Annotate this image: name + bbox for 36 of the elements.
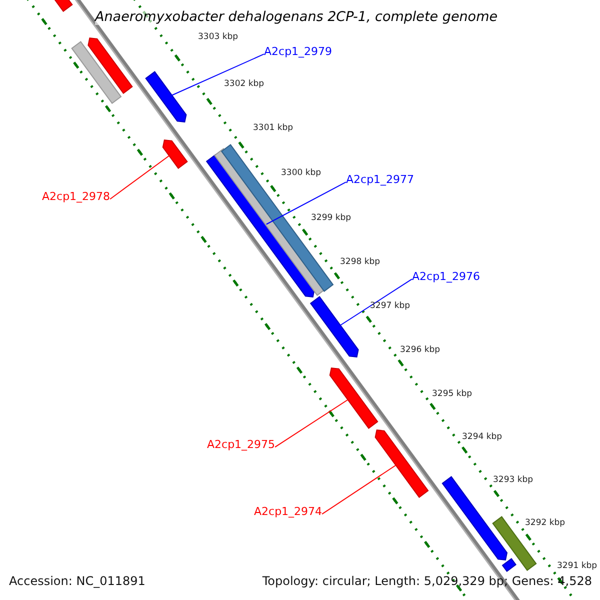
leader-line bbox=[171, 54, 264, 96]
gene-feature bbox=[220, 144, 334, 292]
accession-text: Accession: NC_011891 bbox=[9, 574, 146, 588]
gene-label: A2cp1_2976 bbox=[412, 270, 480, 283]
tick-label: 3300 kbp bbox=[281, 168, 322, 178]
leader-line bbox=[274, 399, 348, 448]
tick-label: 3303 kbp bbox=[198, 32, 238, 42]
gene-label: A2cp1_2979 bbox=[264, 45, 332, 58]
leader-line bbox=[266, 182, 346, 225]
leader-line bbox=[340, 278, 412, 326]
gene-feature bbox=[162, 139, 188, 169]
gene-feature bbox=[329, 367, 378, 429]
tick-label: 3297 kbp bbox=[370, 301, 410, 311]
gene-label: A2cp1_2975 bbox=[207, 438, 276, 451]
gene-label: A2cp1_2977 bbox=[346, 173, 414, 186]
tick-label: 3301 kbp bbox=[253, 123, 294, 133]
tick-label: 3294 kbp bbox=[462, 432, 502, 442]
tick-label: 3293 kbp bbox=[493, 475, 534, 485]
gene-feature bbox=[374, 429, 429, 498]
tick-label: 3296 kbp bbox=[400, 345, 440, 355]
leader-line bbox=[322, 464, 396, 515]
leader-line bbox=[110, 155, 170, 200]
gene-feature bbox=[310, 296, 359, 358]
title: Anaeromyxobacter dehalogenans 2CP-1, complete genome bbox=[95, 9, 498, 25]
tick-label: 3299 kbp bbox=[311, 213, 352, 223]
gene-feature bbox=[71, 41, 122, 104]
gene-feature bbox=[88, 37, 133, 94]
tick-label: 3291 kbp bbox=[557, 561, 598, 571]
tick-label: 3302 kbp bbox=[224, 79, 264, 89]
tick-label: 3295 kbp bbox=[432, 389, 472, 399]
gene-feature bbox=[502, 558, 516, 572]
gene-label: A2cp1_2974 bbox=[254, 505, 322, 518]
tick-label: 3298 kbp bbox=[340, 257, 380, 267]
tick-label: 3292 kbp bbox=[525, 518, 566, 528]
gene-feature bbox=[145, 71, 187, 123]
gene-label: A2cp1_2978 bbox=[42, 190, 110, 203]
